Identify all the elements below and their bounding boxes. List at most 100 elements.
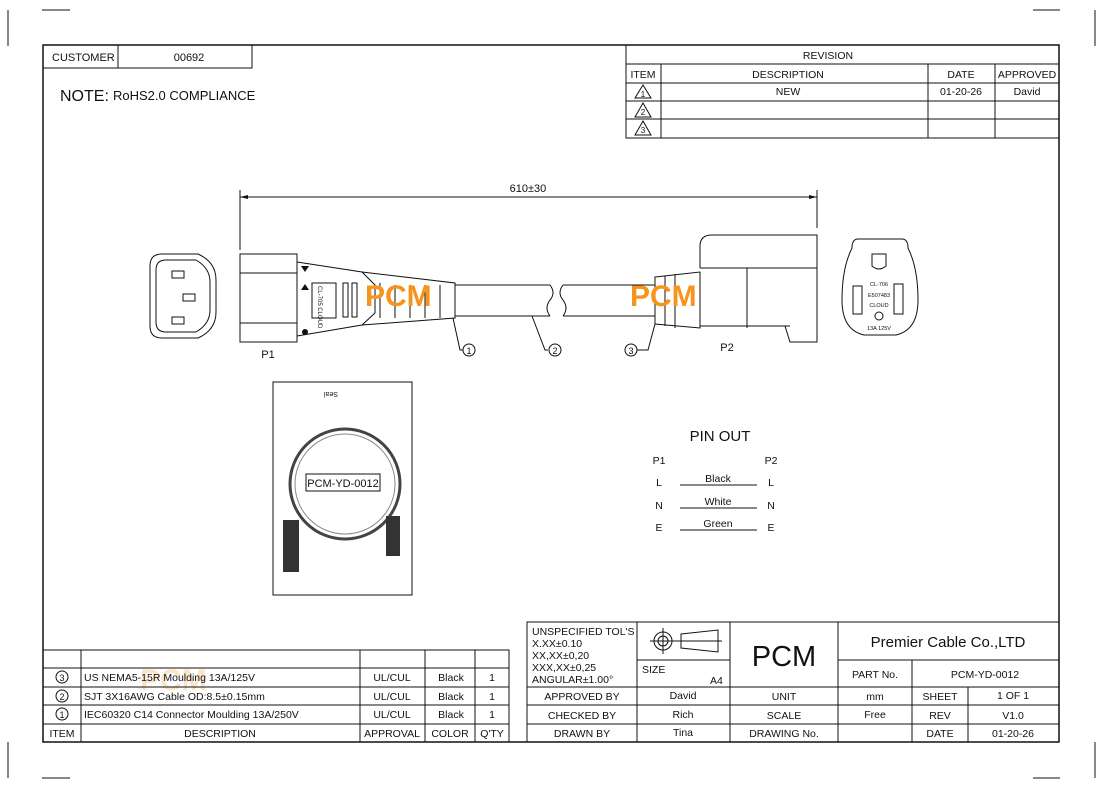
rev: V1.0 [1002,710,1024,722]
bom-header-qty: Q'TY [480,728,504,740]
bom-item: 2 [59,692,64,702]
wire-color: Black [705,473,731,485]
bom-qty: 1 [489,709,495,721]
date-label: DATE [926,728,953,740]
company-name: Premier Cable Co.,LTD [871,634,1026,651]
drawn-by: Tina [673,727,693,739]
pinout-row: E Green E [655,518,774,534]
pinout-p2: P2 [765,455,778,467]
sheet-label: SHEET [922,691,958,703]
size-label: SIZE [642,664,665,676]
p1-label: P1 [261,349,274,361]
bom-approval: UL/CUL [373,709,411,721]
p2-face-text: E507483 [868,293,890,299]
part-no: PCM-YD-0012 [951,669,1019,681]
unit: mm [866,691,884,703]
seal-text: Seal [324,390,338,397]
revision-header-date: DATE [947,69,974,81]
bom-item: 1 [59,710,64,720]
approved-by-label: APPROVED BY [544,691,619,703]
title-block: UNSPECIFIED TOL'S X.XX±0.10 XX,XX±0,20 X… [526,621,1059,742]
unit-label: UNIT [772,691,797,703]
product-photo: Seal PCM-YD-0012 [272,381,413,596]
bom-approval: UL/CUL [373,691,411,703]
approved-by: David [670,690,697,702]
customer-box: CUSTOMER 00692 [43,45,253,69]
bom-header-item: ITEM [49,728,74,740]
p2-face-view: CL-706 E507483 CLOUD 13A 125V [841,238,919,336]
revision-item: 2 [641,108,646,117]
p1-face-view [149,253,217,339]
tolerance-text: ANGULAR±1.00° [532,674,613,686]
length-dimension: 610±30 [239,183,818,250]
bom-header-color: COLOR [431,728,469,740]
bom-header-description: DESCRIPTION [184,728,256,740]
bom-color: Black [438,691,464,703]
revision-header-item: ITEM [630,69,655,81]
pin-p2: E [767,522,774,534]
tolerance-text: XXX,XX±0,25 [532,662,596,674]
part-no-label: PART No. [852,669,898,681]
note-label: NOTE: [60,88,109,105]
sheet: 1 OF 1 [997,690,1029,702]
cable [455,284,655,317]
corner-marks [7,9,1096,779]
bom-description: SJT 3X16AWG Cable OD:8.5±0.15mm [84,691,265,703]
tolerance-text: XX,XX±0,20 [532,650,589,662]
p1-mark-text: CL-705 CLOUD [316,286,322,329]
pinout-title: PIN OUT [690,428,751,445]
revision-item: 3 [641,126,646,135]
callout-2: 2 [552,346,557,356]
bom-header-approval: APPROVAL [364,728,420,740]
projection-symbol [650,628,722,654]
pcm-watermark: PCM [630,280,697,313]
size-value: A4 [710,675,723,687]
revision-title: REVISION [803,50,853,62]
p2-face-text: CL-706 [870,282,888,288]
pinout-row: N White N [655,496,775,512]
pcm-watermark: PCM [365,280,432,313]
bom-qty: 1 [489,691,495,703]
pinout-row: L Black L [656,473,774,489]
pin-p2: N [767,500,775,512]
bom-row: 3 US NEMA5-15R Moulding 13A/125V UL/CUL … [55,670,495,684]
callouts: 1 2 3 [452,315,656,357]
scale-label: SCALE [767,710,801,722]
bom-color: Black [438,672,464,684]
photo-label: PCM-YD-0012 [307,478,379,490]
revision-table: REVISION ITEM DESCRIPTION DATE APPROVED … [625,45,1059,139]
revision-row: 1 NEW 01-20-26 David [634,84,1041,99]
pinout-p1: P1 [653,455,666,467]
pin-p1: N [655,500,663,512]
drawing-frame [42,44,1060,743]
pinout: PIN OUT P1 P2 L Black L N White N E Gree… [653,428,778,534]
pin-p1: E [655,522,662,534]
pcm-logo: PCM [752,641,816,673]
wire-color: Green [703,518,732,530]
bom-row: 2 SJT 3X16AWG Cable OD:8.5±0.15mm UL/CUL… [55,689,495,703]
bom-description: IEC60320 C14 Connector Moulding 13A/250V [84,709,299,721]
length-dim-text: 610±30 [510,183,547,195]
revision-item: 1 [641,90,646,99]
rev-label: REV [929,710,951,722]
bom-color: Black [438,709,464,721]
p2-connector: P2 [654,234,818,354]
drawing-no-label: DRAWING No. [749,728,819,740]
bom-approval: UL/CUL [373,672,411,684]
p2-face-text: CLOUD [869,303,888,309]
date: 01-20-26 [992,728,1034,740]
tolerance-text: UNSPECIFIED TOL'S [532,626,635,638]
revision-date: 01-20-26 [940,86,982,98]
drawn-by-label: DRAWN BY [554,728,610,740]
note-text: RoHS2.0 COMPLIANCE [113,88,256,103]
bom-qty: 1 [489,672,495,684]
pin-p2: L [768,477,774,489]
wire-color: White [705,496,732,508]
scale: Free [864,709,886,721]
revision-description: NEW [776,86,801,98]
customer-value: 00692 [174,52,205,64]
checked-by-label: CHECKED BY [548,710,616,722]
checked-by: Rich [672,709,693,721]
callout-3: 3 [628,346,633,356]
